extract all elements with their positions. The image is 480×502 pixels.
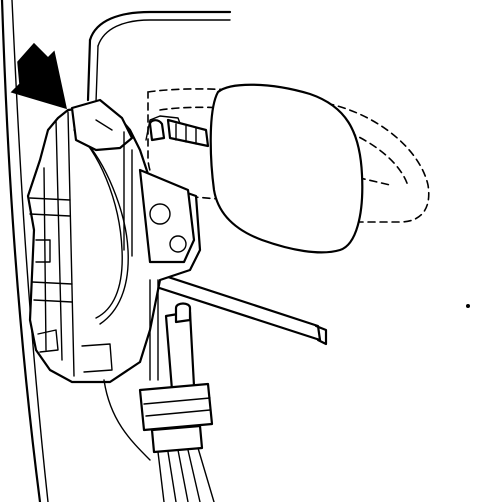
mark-dot (466, 304, 470, 308)
electrical-connector (138, 302, 214, 454)
handle-bezel (209, 83, 364, 254)
door-lock-actuator (26, 98, 210, 384)
arrow-icon (10, 42, 67, 110)
wire-harness (103, 279, 215, 502)
door-frame-edge (0, 0, 232, 502)
